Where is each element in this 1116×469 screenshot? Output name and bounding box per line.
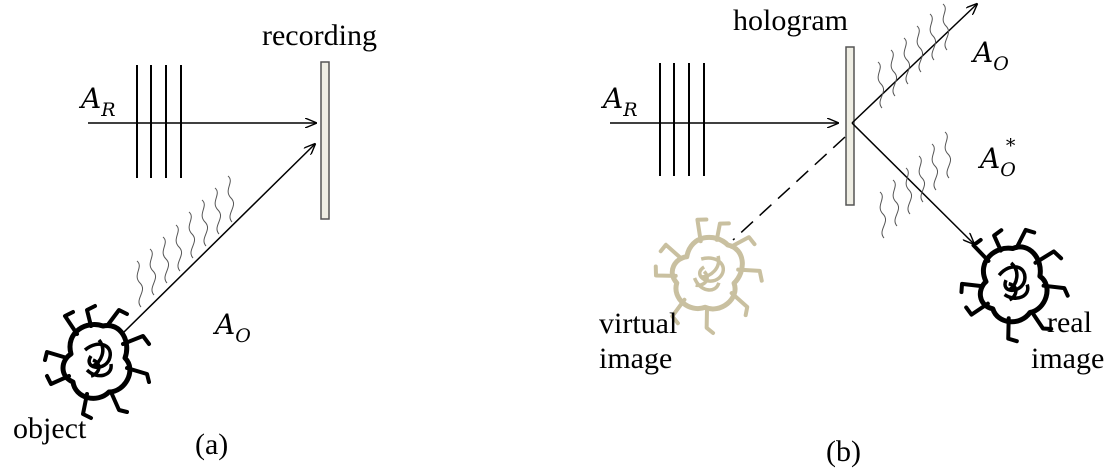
conjugate-wave-label: AO*	[977, 135, 1016, 181]
reference-wave-label-b: AR	[600, 82, 638, 121]
panel-b: hologram AR AO AO*	[599, 4, 1104, 468]
conjugate-beam-arrow	[851, 122, 974, 244]
object-wavefronts-b	[877, 3, 950, 109]
recording-plate	[320, 61, 330, 220]
reference-wave-label: AR	[78, 82, 116, 121]
real-label-line1: real	[1047, 306, 1092, 339]
object-wave-label: AO	[212, 308, 251, 347]
reference-wavefronts-b	[659, 63, 705, 176]
object-wavefronts	[136, 175, 235, 308]
object-label: object	[13, 412, 87, 445]
caption-a: (a)	[195, 428, 228, 461]
panel-a: recording AR AO object (a)	[13, 19, 377, 461]
recording-label: recording	[262, 19, 377, 52]
hologram-label: hologram	[733, 4, 848, 37]
object-beam-arrow-b	[851, 4, 977, 124]
caption-b: (b)	[826, 435, 861, 468]
virtual-label-line1: virtual	[599, 307, 677, 340]
object-beam-arrow	[122, 144, 315, 334]
reference-wavefronts	[136, 65, 182, 178]
real-label-line2: image	[1031, 342, 1104, 375]
hologram-plate	[845, 46, 855, 206]
virtual-label-line2: image	[599, 342, 672, 375]
object-wave-label-b: AO	[970, 36, 1009, 75]
virtual-image-dashed-line	[732, 136, 846, 241]
